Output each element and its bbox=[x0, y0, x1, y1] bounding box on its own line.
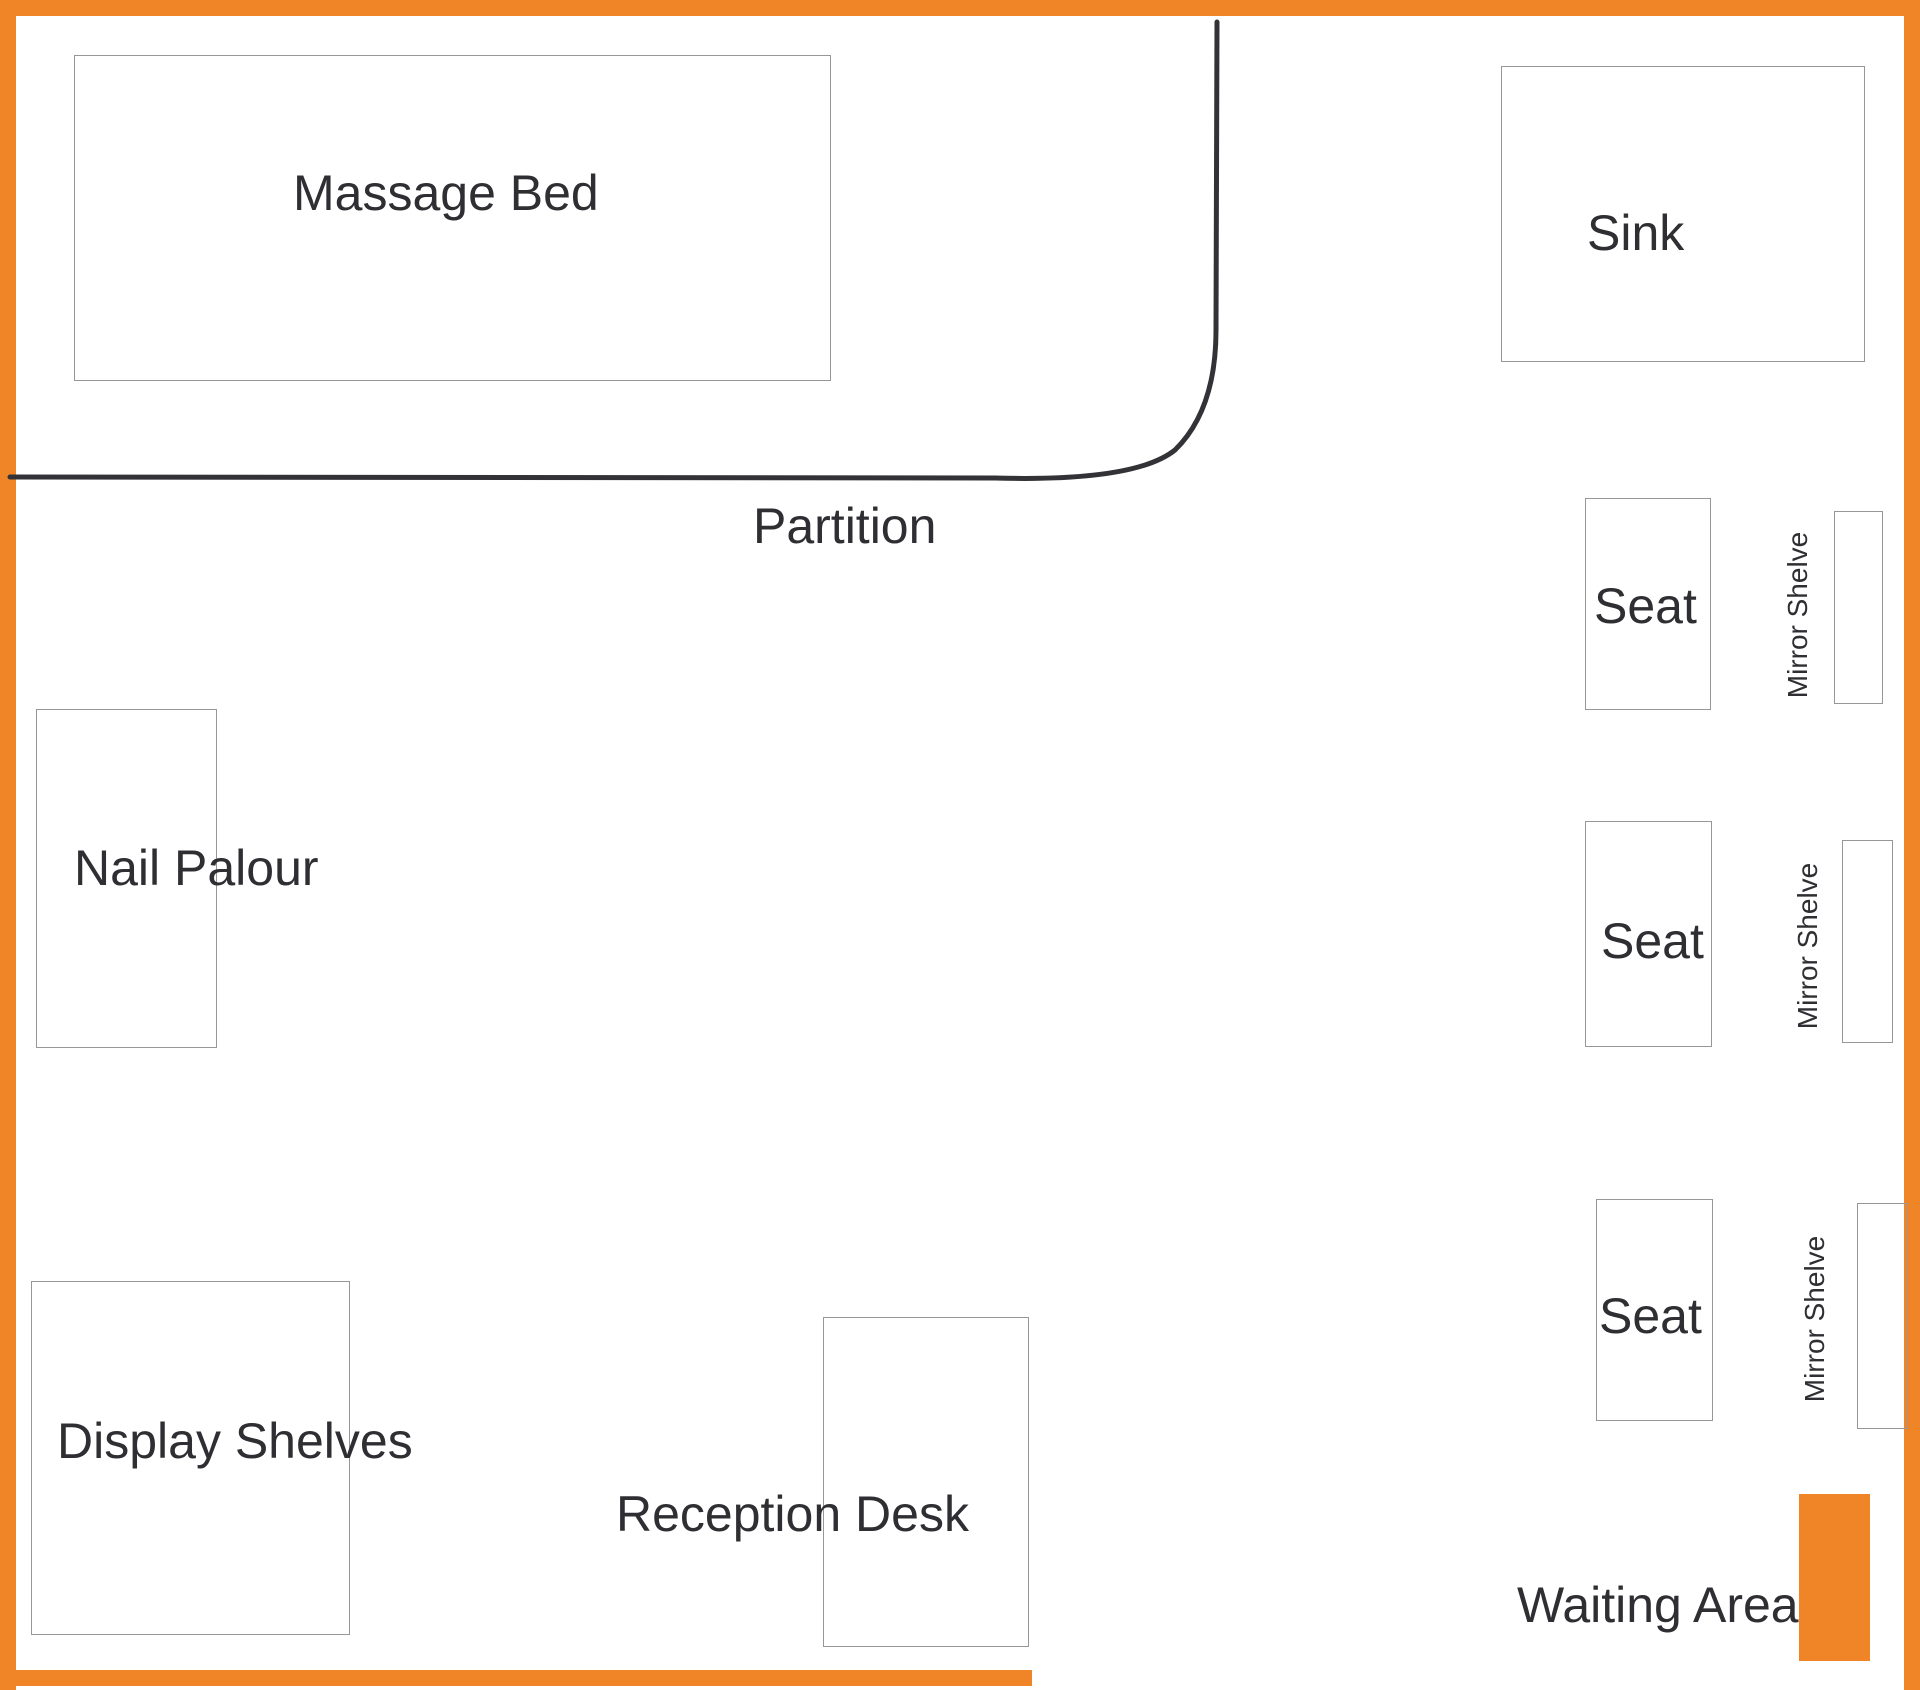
seat-2-label: Seat bbox=[1601, 913, 1704, 969]
seat-1-label: Seat bbox=[1594, 578, 1697, 634]
display-shelves-label: Display Shelves bbox=[57, 1413, 413, 1469]
waiting-area-block bbox=[1799, 1494, 1870, 1661]
massage-bed bbox=[74, 55, 831, 381]
mirror-shelf-3 bbox=[1857, 1203, 1908, 1429]
wall-right bbox=[1904, 0, 1920, 1690]
partition-label: Partition bbox=[753, 498, 937, 554]
seat-1 bbox=[1585, 498, 1711, 710]
display-shelves bbox=[31, 1281, 350, 1635]
seat-3-label: Seat bbox=[1599, 1288, 1702, 1344]
wall-left bbox=[0, 0, 16, 1690]
wall-bottom bbox=[0, 1670, 1032, 1686]
massage-bed-label: Massage Bed bbox=[293, 165, 599, 221]
mirror-shelf-2-label: Mirror Shelve bbox=[1792, 862, 1823, 1030]
nail-palour bbox=[36, 709, 217, 1048]
reception-desk bbox=[823, 1317, 1029, 1647]
mirror-shelf-1 bbox=[1834, 511, 1883, 704]
mirror-shelf-2 bbox=[1842, 840, 1893, 1043]
seat-2 bbox=[1585, 821, 1712, 1047]
mirror-shelf-1-label: Mirror Shelve bbox=[1782, 531, 1813, 699]
wall-top bbox=[0, 0, 1920, 16]
seat-3 bbox=[1596, 1199, 1713, 1421]
sink bbox=[1501, 66, 1865, 362]
reception-desk-label: Reception Desk bbox=[616, 1486, 969, 1542]
mirror-shelf-3-label: Mirror Shelve bbox=[1799, 1235, 1830, 1403]
waiting-area-label: Waiting Area bbox=[1517, 1577, 1799, 1633]
sink-label: Sink bbox=[1587, 205, 1685, 261]
nail-palour-label: Nail Palour bbox=[74, 840, 319, 896]
